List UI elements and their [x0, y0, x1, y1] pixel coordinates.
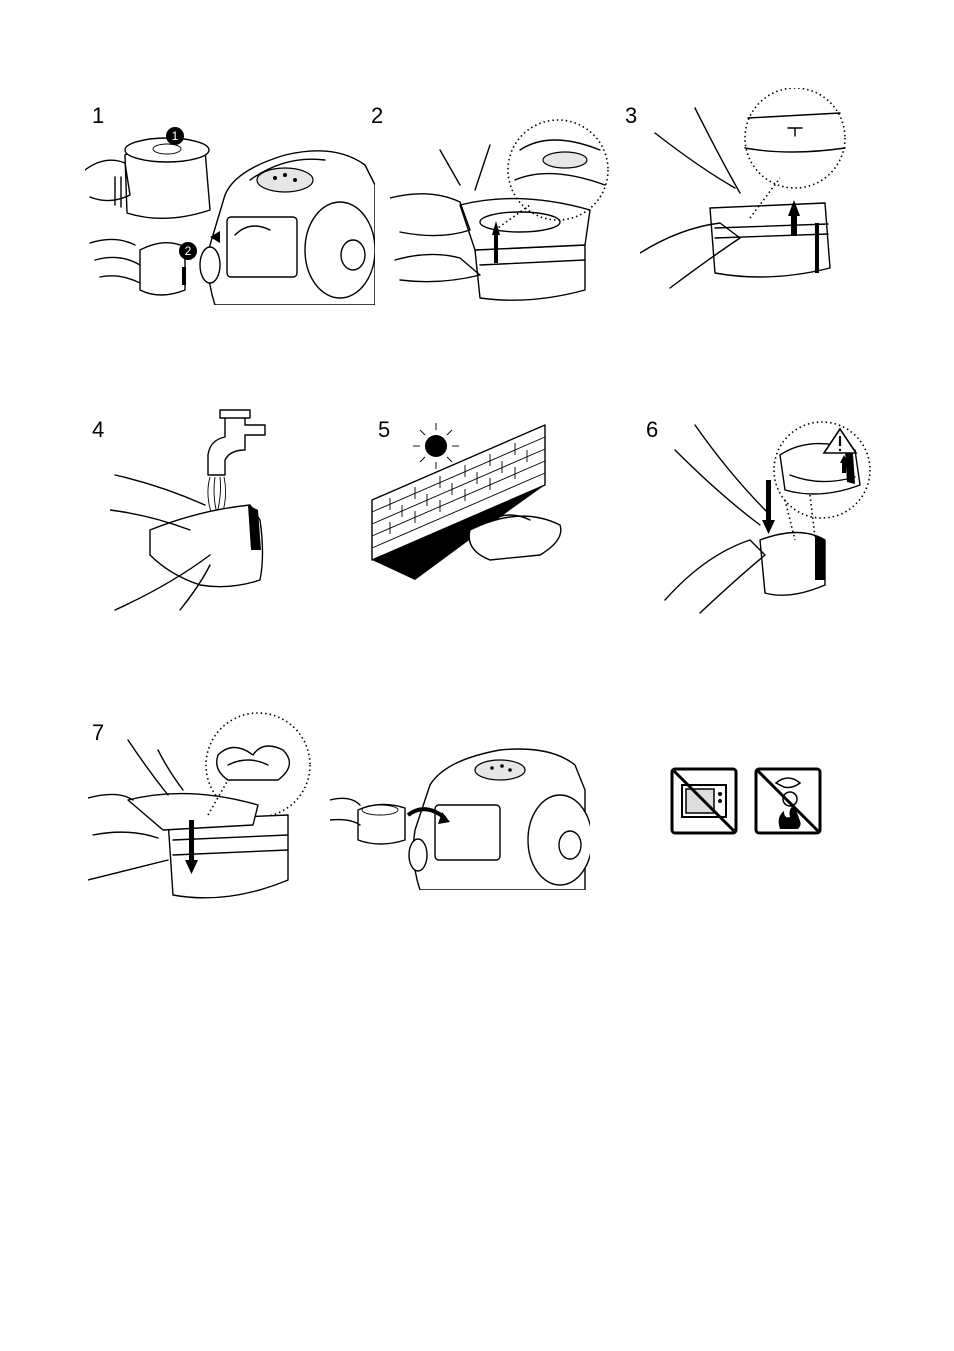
no-fire-icon	[754, 767, 822, 835]
no-microwave-icon	[670, 767, 738, 835]
step-6-illustration	[660, 415, 875, 615]
step-4-illustration	[110, 405, 280, 615]
step-number-4: 4	[92, 419, 104, 441]
step-number-2: 2	[371, 105, 383, 127]
step-8-illustration	[330, 740, 590, 890]
step-number-6: 6	[646, 419, 658, 441]
badge-2: 2	[185, 244, 192, 258]
step-number-1: 1	[92, 105, 104, 127]
step-5-illustration	[370, 420, 570, 585]
step-1-illustration: 1 2	[85, 125, 375, 305]
badge-1: 1	[172, 129, 179, 143]
step-number-3: 3	[625, 105, 637, 127]
step-3-illustration	[640, 88, 870, 303]
step-2-illustration	[390, 110, 620, 310]
step-7-illustration	[88, 710, 313, 910]
